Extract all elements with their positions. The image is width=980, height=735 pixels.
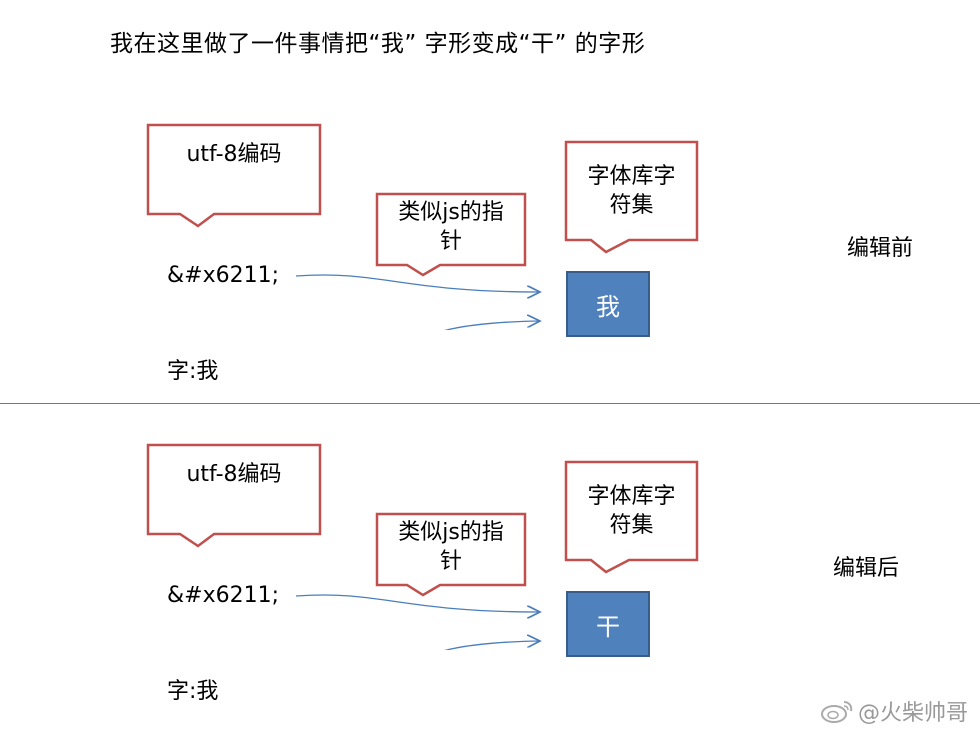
callout-encoding-shape bbox=[146, 443, 322, 548]
watermark: @火柴帅哥 bbox=[820, 695, 968, 727]
panel-before: utf-8编码 类似js的指 针 字体库字 符集 &#x6211; 字:我 我 … bbox=[0, 0, 980, 384]
callout-font-shape bbox=[564, 460, 699, 574]
callout-font-shape bbox=[564, 140, 699, 254]
panel-before-shapes bbox=[146, 123, 699, 330]
callout-encoding-shape bbox=[146, 123, 322, 228]
glyph-box: 干 bbox=[566, 591, 650, 657]
callout-pointer-line2: 针 bbox=[439, 549, 462, 574]
callout-pointer-shape bbox=[375, 192, 527, 277]
callout-pointer-line1: 类似js的指 bbox=[398, 200, 504, 225]
callout-font-label: 字体库字 符集 bbox=[566, 162, 697, 220]
code-entity: &#x6211; bbox=[167, 583, 280, 608]
arrow-char-to-glyph bbox=[444, 321, 540, 330]
state-label-before: 编辑前 bbox=[847, 236, 914, 261]
arrow-code-to-glyph bbox=[295, 594, 540, 612]
callout-font-label: 字体库字 符集 bbox=[566, 482, 697, 540]
code-entity: &#x6211; bbox=[167, 263, 280, 288]
panel-divider bbox=[0, 403, 980, 404]
diagram-title: 我在这里做了一件事情把“我” 字形变成“干” 的字形 bbox=[110, 31, 646, 57]
callout-encoding-label: utf-8编码 bbox=[186, 142, 282, 167]
glyph-char: 干 bbox=[596, 612, 620, 641]
callout-font-line2: 符集 bbox=[609, 193, 654, 218]
callout-pointer-line1: 类似js的指 bbox=[398, 520, 504, 545]
callout-font-line1: 字体库字 bbox=[587, 164, 676, 189]
glyph-char: 我 bbox=[596, 292, 620, 321]
weibo-logo-icon bbox=[820, 701, 853, 723]
state-label-after: 编辑后 bbox=[833, 556, 900, 581]
callout-pointer-line2: 针 bbox=[439, 229, 462, 254]
callout-pointer-shape bbox=[375, 512, 527, 597]
watermark-text: @火柴帅哥 bbox=[857, 701, 968, 726]
glyph-box: 我 bbox=[566, 271, 650, 337]
callout-encoding-label: utf-8编码 bbox=[186, 462, 282, 487]
panel-after-shapes bbox=[146, 443, 699, 650]
callout-font-line1: 字体库字 bbox=[587, 484, 676, 509]
panel-after: utf-8编码 类似js的指 针 字体库字 符集 &#x6211; 字:我 干 … bbox=[0, 320, 980, 704]
char-label: 字:我 bbox=[167, 679, 219, 704]
callout-pointer-label: 类似js的指 针 bbox=[377, 198, 525, 256]
callout-font-line2: 符集 bbox=[609, 513, 654, 538]
arrow-code-to-glyph bbox=[295, 274, 540, 292]
callout-pointer-label: 类似js的指 针 bbox=[377, 518, 525, 576]
char-label: 字:我 bbox=[167, 359, 219, 384]
arrow-char-to-glyph bbox=[444, 641, 540, 650]
